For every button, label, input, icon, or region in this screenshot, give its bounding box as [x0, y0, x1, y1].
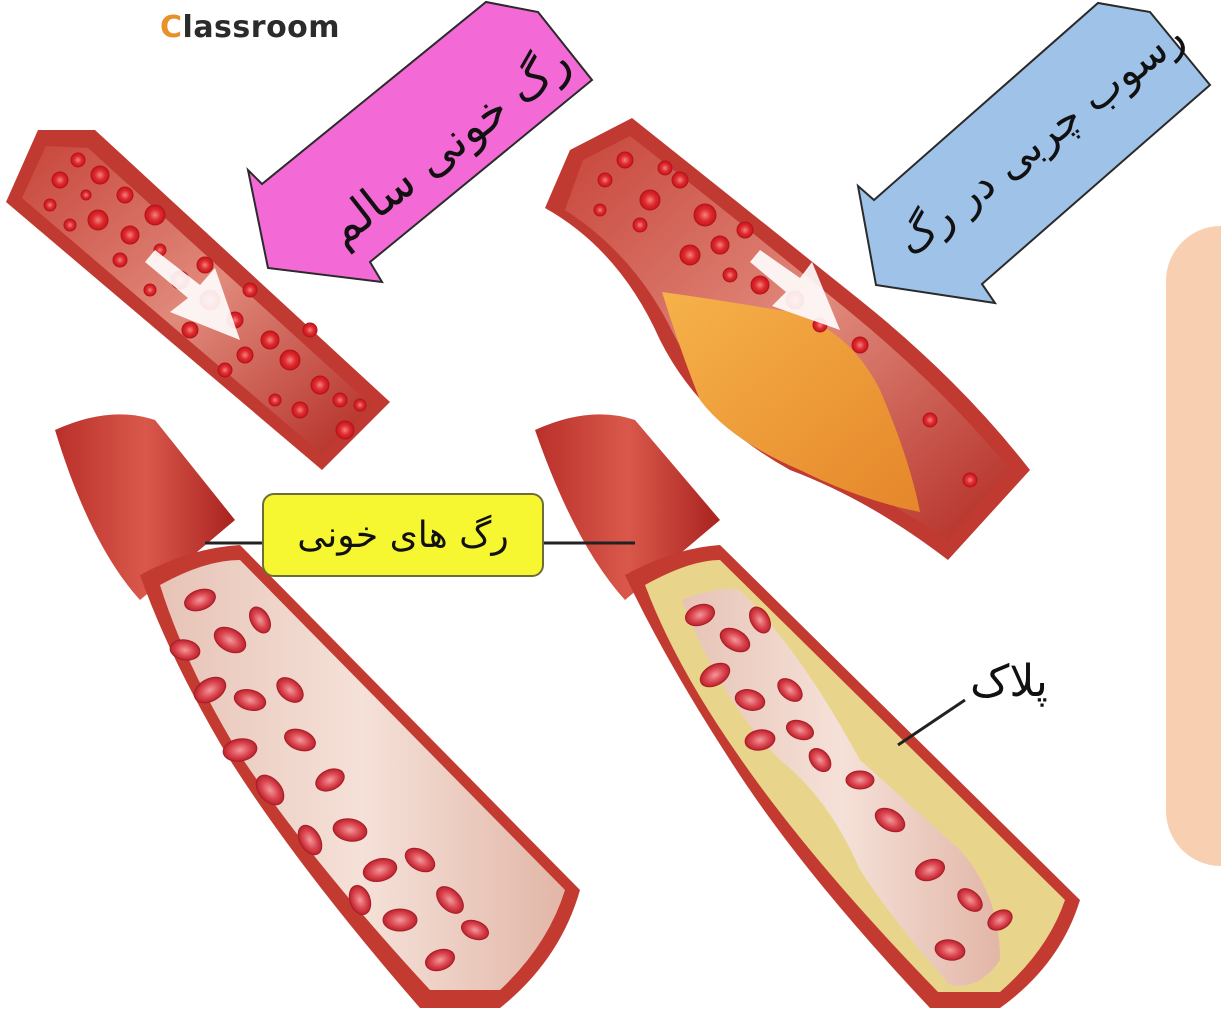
red-blood-cell-icon — [846, 771, 874, 789]
plaque-label: پلاک — [970, 656, 1048, 707]
blood-cell-icon — [81, 190, 91, 200]
blood-cell-icon — [640, 190, 660, 210]
plaque-pointer-line — [898, 700, 965, 745]
blood-cell-icon — [144, 284, 156, 296]
blood-cell-icon — [243, 283, 257, 297]
blood-vessels-label: رگ های خونی — [262, 493, 544, 577]
blood-cell-icon — [711, 236, 729, 254]
side-panel — [1166, 226, 1221, 866]
blood-cell-icon — [44, 199, 56, 211]
blood-cell-icon — [594, 204, 606, 216]
blood-cell-icon — [269, 394, 281, 406]
blood-cell-icon — [617, 152, 633, 168]
blood-cell-icon — [64, 219, 76, 231]
blood-cell-icon — [197, 257, 213, 273]
blood-cell-icon — [923, 413, 937, 427]
blood-cell-icon — [218, 363, 232, 377]
blood-cell-icon — [280, 350, 300, 370]
blood-cell-icon — [333, 393, 347, 407]
blood-cell-icon — [303, 323, 317, 337]
blood-cell-icon — [237, 347, 253, 363]
blood-cell-icon — [145, 205, 165, 225]
classroom-logo: Classroom — [160, 10, 340, 45]
blood-cell-icon — [52, 172, 68, 188]
blood-cell-icon — [963, 473, 977, 487]
blood-cell-icon — [71, 153, 85, 167]
blood-cell-icon — [723, 268, 737, 282]
blood-cell-icon — [852, 337, 868, 353]
blood-cell-icon — [292, 402, 308, 418]
blood-cell-icon — [121, 226, 139, 244]
blood-cell-icon — [117, 187, 133, 203]
blood-cell-icon — [672, 172, 688, 188]
blood-cell-icon — [598, 173, 612, 187]
blood-cell-icon — [680, 245, 700, 265]
logo-initial: C — [160, 10, 183, 45]
blood-cell-icon — [751, 276, 769, 294]
blood-cell-icon — [658, 161, 672, 175]
blood-cell-icon — [311, 376, 329, 394]
blood-cell-icon — [91, 166, 109, 184]
blood-cell-icon — [336, 421, 354, 439]
blood-cell-icon — [113, 253, 127, 267]
blood-cell-icon — [633, 218, 647, 232]
blood-cell-icon — [354, 399, 366, 411]
blood-cell-icon — [737, 222, 753, 238]
blood-cell-icon — [88, 210, 108, 230]
logo-text: lassroom — [183, 10, 341, 45]
red-blood-cell-icon — [383, 909, 417, 931]
blood-cell-icon — [694, 204, 716, 226]
blood-cell-icon — [261, 331, 279, 349]
blood-cell-icon — [182, 322, 198, 338]
